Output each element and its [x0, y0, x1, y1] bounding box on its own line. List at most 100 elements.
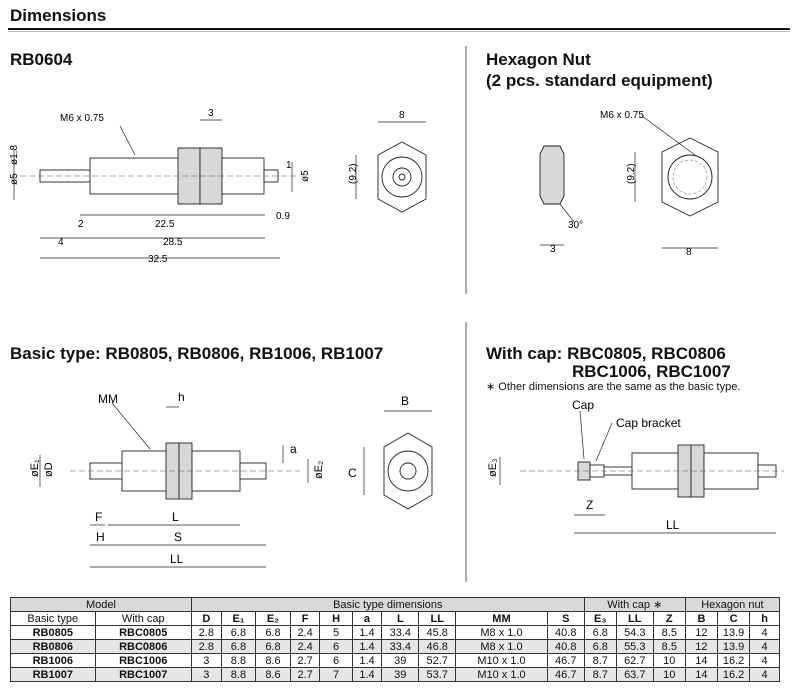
model-cell: RBC0806	[94, 639, 192, 654]
label-4: 4	[58, 237, 64, 248]
column-header: C	[716, 611, 751, 626]
model-cell: RB1007	[10, 667, 96, 682]
dimension-cell: 46.7	[546, 653, 585, 668]
rb0604-side-view	[13, 119, 300, 259]
basic-type-drawing: MM h a øE₁ øD øE₂ F H L S LL B C	[29, 390, 433, 568]
with-cap-title-line2: RBC1006, RBC1007	[572, 362, 731, 381]
dimension-cell: 2.4	[289, 639, 321, 654]
column-header: MM	[455, 611, 548, 626]
dimension-cell: 2.8	[190, 639, 222, 654]
label-cap: Cap	[572, 398, 594, 412]
label-cap-LL: LL	[666, 518, 680, 532]
with-cap-note: ∗ Other dimensions are the same as the b…	[486, 381, 741, 393]
leader-mm	[111, 402, 151, 450]
with-cap-side-view	[499, 410, 784, 534]
dimension-cell: 4	[749, 653, 780, 668]
label-H: H	[96, 530, 105, 544]
group-header-nut: Hexagon nut	[684, 597, 781, 612]
hexnut-title-line1: Hexagon Nut	[486, 50, 591, 69]
end-circle-rod	[398, 173, 406, 181]
model-cell: RBC0805	[94, 625, 192, 640]
label-d5-left: ø5	[9, 173, 20, 185]
dimension-cell: 6.8	[583, 625, 617, 640]
dimension-cell: 8.5	[652, 625, 686, 640]
dimension-cell: 40.8	[546, 639, 585, 654]
hexnut-title-line2: (2 pcs. standard equipment)	[486, 71, 713, 90]
label-30deg: 30°	[568, 220, 583, 231]
dimension-cell: 10	[652, 667, 686, 682]
dimension-cell: 1.4	[351, 653, 383, 668]
column-header: D	[190, 611, 222, 626]
dimension-cell: 40.8	[546, 625, 585, 640]
vertical-divider-bottom	[465, 322, 467, 582]
column-header: h	[749, 611, 780, 626]
dimension-cell: 2.7	[289, 653, 321, 668]
dimension-cell: 4	[749, 639, 780, 654]
dimension-cell: 14	[684, 653, 719, 668]
leader-bracket	[595, 422, 613, 462]
dimension-cell: 33.4	[381, 625, 420, 640]
dimension-cell: 6.8	[255, 625, 291, 640]
end-circle-inner	[399, 462, 417, 480]
model-cell: RB0806	[10, 639, 96, 654]
label-3: 3	[208, 108, 214, 119]
column-header: Z	[652, 611, 686, 626]
dimension-cell: 6.8	[220, 639, 257, 654]
model-cell: RB1006	[10, 653, 96, 668]
column-header: E₂	[255, 611, 291, 626]
dimension-cell: 13.9	[716, 625, 751, 640]
label-nut-3: 3	[550, 244, 556, 255]
label-m6: M6 x 0.75	[60, 113, 104, 124]
dimension-cell: 39	[381, 653, 420, 668]
column-header: L	[381, 611, 420, 626]
dimension-cell: 6.8	[220, 625, 257, 640]
rb0604-end-view	[355, 121, 427, 213]
column-header: E₃	[583, 611, 617, 626]
column-header: E₁	[220, 611, 257, 626]
dimension-cell: 33.4	[381, 639, 420, 654]
group-header-basic: Basic type dimensions	[190, 597, 585, 612]
column-header: F	[289, 611, 321, 626]
dimension-cell: 7	[319, 667, 353, 682]
dimension-cell: 1.4	[351, 667, 383, 682]
column-header: a	[351, 611, 383, 626]
dimension-cell: 52.7	[418, 653, 457, 668]
group-header-model: Model	[10, 597, 192, 612]
dimension-cell: 6.8	[583, 639, 617, 654]
dimensions-table: Model Basic type dimensions With cap ∗ H…	[10, 597, 781, 682]
rb0604-title: RB0604	[10, 50, 73, 69]
dimension-cell: M10 x 1.0	[455, 653, 548, 668]
basic-type-title: Basic type: RB0805, RB0806, RB1006, RB10…	[10, 344, 384, 363]
label-LL: LL	[170, 552, 184, 566]
dimension-cell: 39	[381, 667, 420, 682]
column-header: H	[319, 611, 353, 626]
dimension-cell: 1.4	[351, 625, 383, 640]
dimension-cell: 3	[190, 667, 222, 682]
model-cell: RB0805	[10, 625, 96, 640]
dimension-cell: 8.5	[652, 639, 686, 654]
label-22-5: 22.5	[155, 219, 175, 230]
label-d18: ø1.8	[9, 145, 20, 165]
model-cell: RBC1006	[94, 653, 192, 668]
label-Z: Z	[586, 498, 593, 512]
column-header: LL	[418, 611, 457, 626]
dimension-cell: 8.6	[255, 653, 291, 668]
dimension-cell: 45.8	[418, 625, 457, 640]
dimension-cell: 12	[684, 625, 719, 640]
rb0604-drawing: M6 x 0.75 3 ø1.8 ø5 1 ø5 2 22.5 0.9 4 28…	[9, 108, 427, 265]
dimension-cell: 6.8	[255, 639, 291, 654]
table-group-header-row: Model Basic type dimensions With cap ∗ H…	[10, 597, 781, 612]
basic-side-view	[39, 402, 309, 568]
dim-30deg	[559, 203, 575, 223]
label-S: S	[174, 530, 182, 544]
label-B: B	[401, 394, 409, 408]
label-d5-right: ø5	[300, 170, 311, 182]
dimension-cell: M8 x 1.0	[455, 625, 548, 640]
dimension-cell: 55.3	[615, 639, 654, 654]
